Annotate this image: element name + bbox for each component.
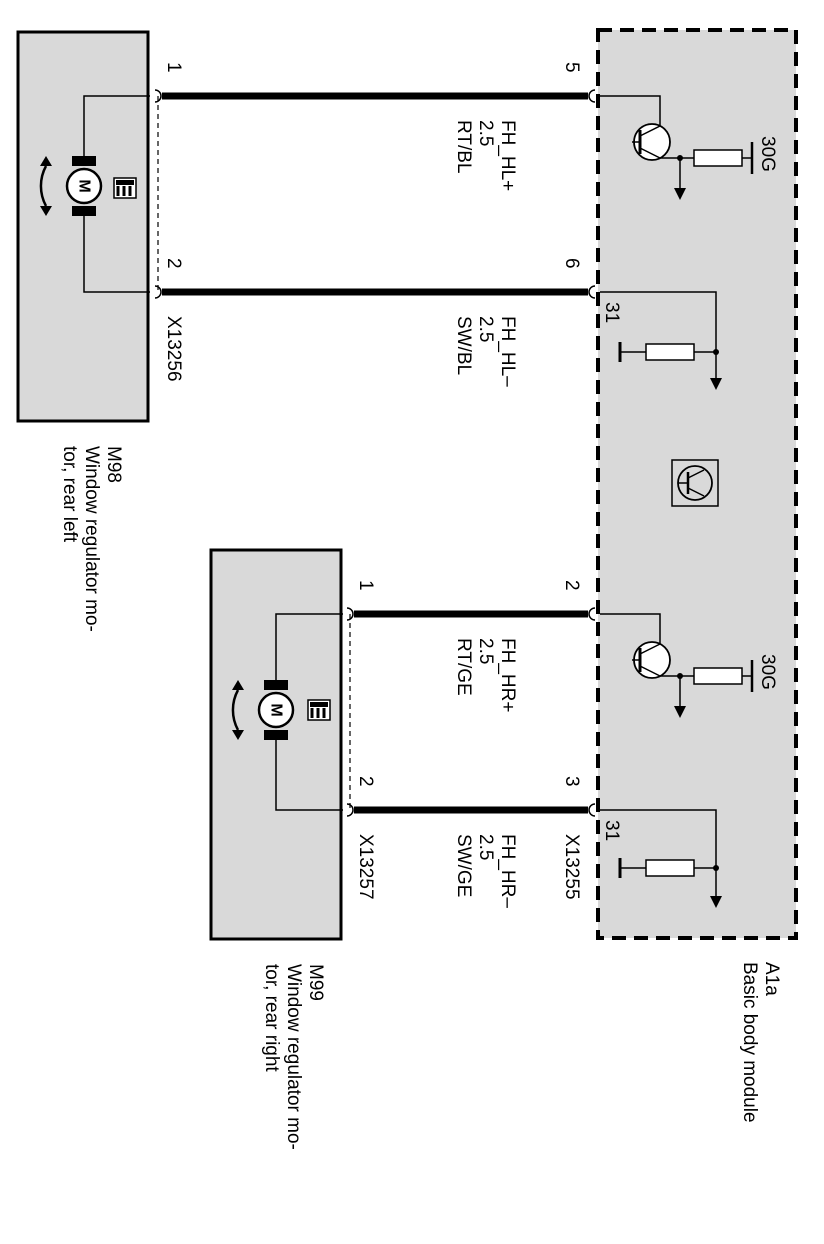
control-unit-icon <box>671 459 719 507</box>
svg-text:SW/BL: SW/BL <box>453 316 474 375</box>
m98-hall-sensor-icon <box>113 177 137 199</box>
svg-text:2.5: 2.5 <box>475 316 496 342</box>
wire-fh-hl-plus <box>154 89 596 103</box>
a1a-ground-hl: 31 <box>600 291 722 390</box>
m98-motor-circuit: M <box>39 95 150 293</box>
svg-text:Window regulator mo-: Window regulator mo- <box>81 446 102 632</box>
svg-text:M: M <box>268 703 285 716</box>
wire-fh-hr-plus <box>346 607 596 621</box>
wire-label-fh-hr-plus: FH_HR+ 2.5 RT/GE <box>453 638 518 712</box>
svg-text:2.5: 2.5 <box>475 834 496 860</box>
module-a1a-label: A1a Basic body module <box>739 962 782 1123</box>
a1a-pin-5: 5 <box>561 62 582 73</box>
m98-motor-icon <box>65 167 103 205</box>
svg-text:SW/GE: SW/GE <box>453 834 474 897</box>
svg-text:Window regulator mo-: Window regulator mo- <box>283 964 304 1150</box>
svg-text:2.5: 2.5 <box>475 120 496 146</box>
m99-motor-icon <box>257 691 295 729</box>
a1a-transistor-hl: 30G <box>600 95 778 200</box>
wire-label-fh-hl-minus: FH_HL– 2.5 SW/BL <box>453 316 518 387</box>
m99-pin-2: 2 <box>355 776 376 787</box>
a1a-ground-hr: 31 <box>600 809 722 908</box>
svg-text:FH_HR–: FH_HR– <box>497 834 518 908</box>
wire-label-fh-hr-minus: FH_HR– 2.5 SW/GE <box>453 834 518 908</box>
m99-motor-circuit: M <box>231 613 343 811</box>
a1a-transistor-hr: 30G <box>600 613 778 718</box>
svg-text:A1a: A1a <box>761 962 782 996</box>
svg-text:31: 31 <box>601 302 622 323</box>
m98-pin-1: 1 <box>163 62 184 73</box>
svg-text:FH_HR+: FH_HR+ <box>497 638 518 712</box>
svg-text:2.5: 2.5 <box>475 638 496 664</box>
motor-m99-label: M99 Window regulator mo- tor, rear right <box>261 964 326 1150</box>
wire-label-fh-hl-plus: FH_HL+ 2.5 RT/BL <box>453 120 518 191</box>
m98-motor-box <box>16 30 150 423</box>
a1a-pin-3: 3 <box>561 776 582 787</box>
wire-fh-hl-minus <box>154 285 596 299</box>
svg-text:M99: M99 <box>305 964 326 1001</box>
svg-text:FH_HL–: FH_HL– <box>497 316 518 387</box>
m99-pin-1: 1 <box>355 580 376 591</box>
svg-text:M: M <box>76 179 93 192</box>
connector-x13257: X13257 <box>355 834 376 900</box>
svg-text:Basic body module: Basic body module <box>739 962 760 1123</box>
svg-text:tor, rear right: tor, rear right <box>261 964 282 1072</box>
svg-text:RT/GE: RT/GE <box>453 638 474 696</box>
svg-text:RT/BL: RT/BL <box>453 120 474 174</box>
svg-text:30G: 30G <box>757 654 778 690</box>
a1a-pin-6: 6 <box>561 258 582 269</box>
a1a-pin-2: 2 <box>561 580 582 591</box>
wire-fh-hr-minus <box>346 803 596 817</box>
motor-m98-label: M98 Window regulator mo- tor, rear left <box>59 446 124 632</box>
svg-text:31: 31 <box>601 820 622 841</box>
m98-pin-2: 2 <box>163 258 184 269</box>
svg-text:tor, rear left: tor, rear left <box>59 446 80 543</box>
svg-text:M98: M98 <box>103 446 124 483</box>
m99-hall-sensor-icon <box>307 699 331 721</box>
svg-text:FH_HL+: FH_HL+ <box>497 120 518 191</box>
connector-x13255: X13255 <box>561 834 582 900</box>
connector-x13256: X13256 <box>163 316 184 382</box>
svg-text:30G: 30G <box>757 136 778 172</box>
